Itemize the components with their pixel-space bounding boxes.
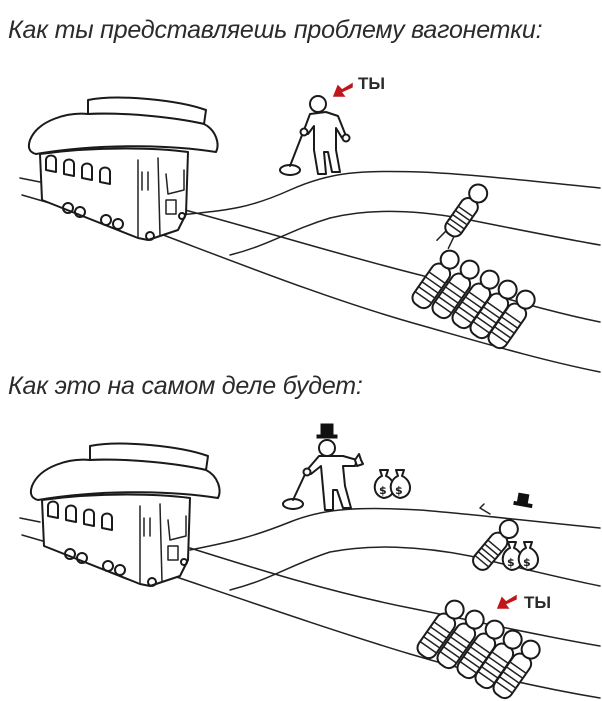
bottom-caption: Как это на самом деле будет: [8, 372, 363, 400]
trolley-illustration [29, 442, 221, 587]
railway-tracks [19, 507, 601, 699]
reality-scenario-panel: $ $ $ $ [0, 410, 602, 701]
red-arrow-icon [496, 594, 517, 609]
imagined-scenario-panel: ТЫ [0, 60, 602, 380]
trolley-scene-drawing [19, 82, 601, 373]
trolley-illustration [27, 96, 219, 241]
you-label: ТЫ [524, 593, 552, 612]
dollar-sign-icon: $ [379, 484, 387, 497]
lone-person-on-track [436, 183, 489, 250]
red-arrow-icon [332, 82, 353, 97]
dollar-sign-icon: $ [507, 556, 515, 569]
group-of-five-on-track [411, 249, 536, 350]
lever-operator-figure [279, 95, 351, 176]
money-bags: $ $ [373, 469, 411, 499]
dollar-sign-icon: $ [395, 484, 403, 497]
rich-lever-operator-figure [282, 423, 364, 511]
you-label: ТЫ [358, 74, 386, 93]
rich-person-on-track: $ $ [472, 492, 539, 571]
dollar-sign-icon: $ [523, 556, 531, 569]
trolley-reality-drawing: $ $ $ $ [19, 423, 601, 700]
top-caption: Как ты представляешь проблему вагонетки: [8, 16, 543, 44]
railway-tracks [19, 170, 601, 373]
group-of-five-on-track [416, 599, 541, 700]
